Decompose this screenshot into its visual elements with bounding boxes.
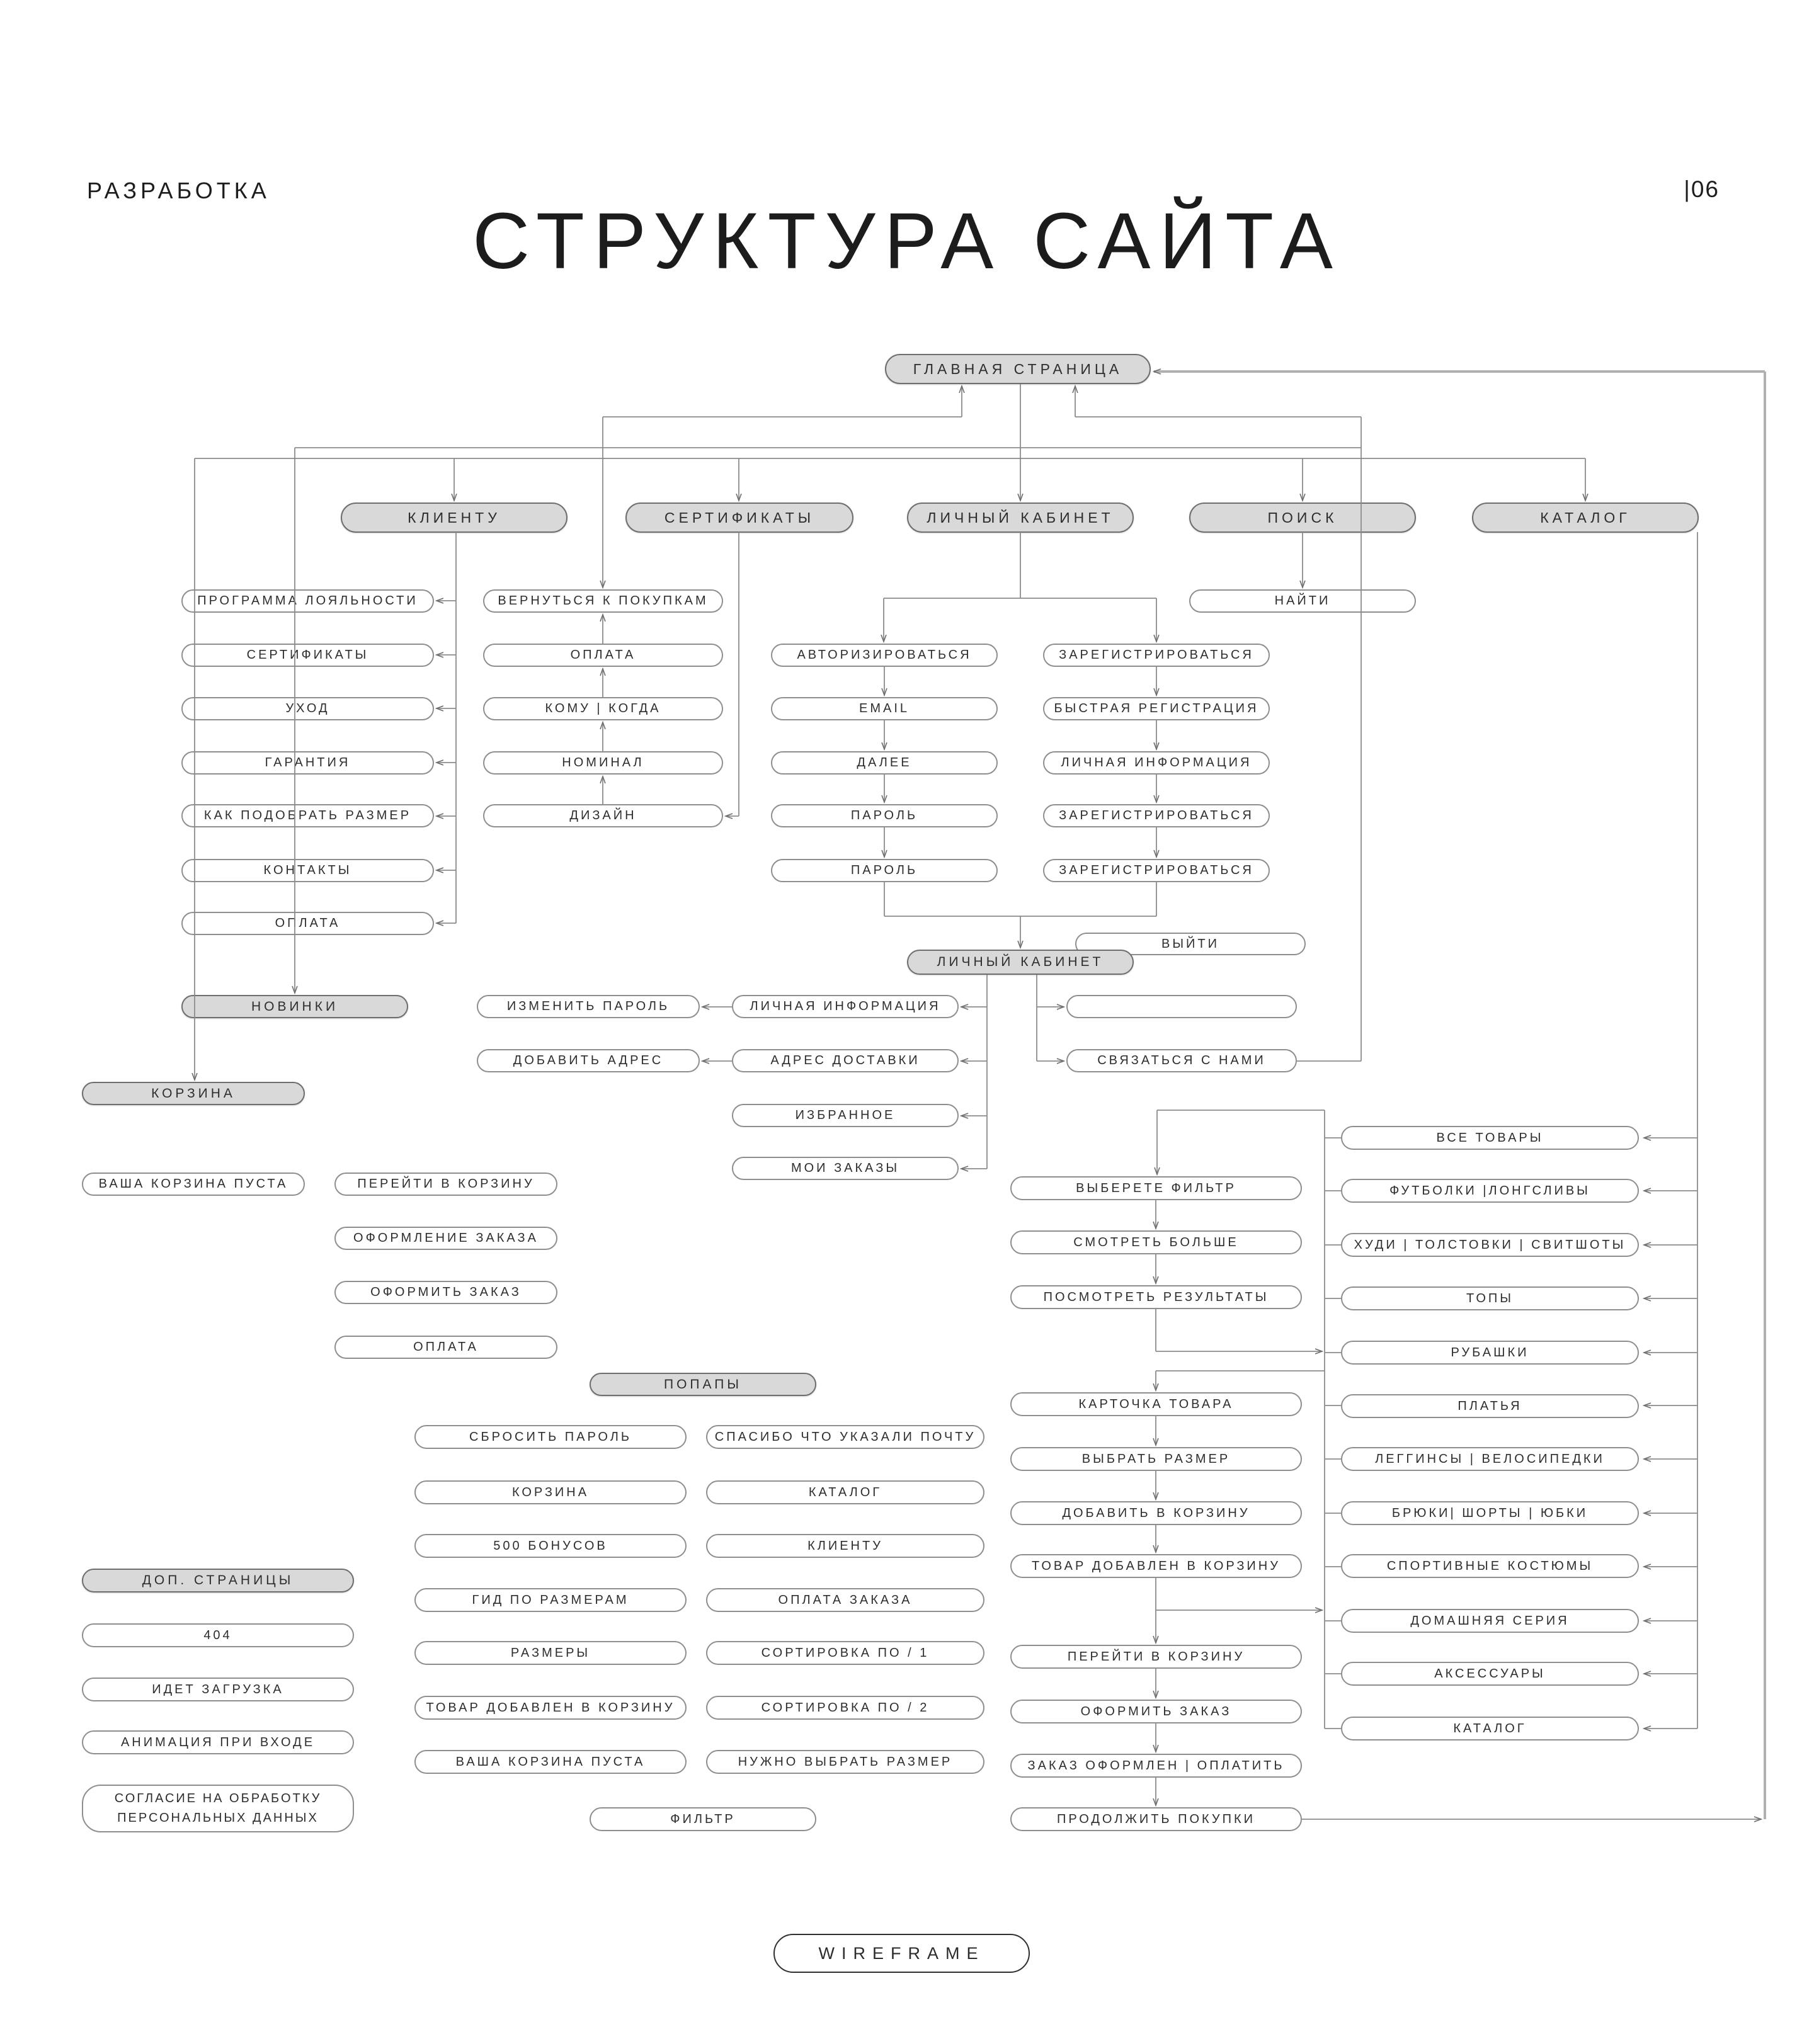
node-lichnyy-kabinet: ЛИЧНЫЙ КАБИНЕТ bbox=[907, 502, 1134, 533]
node-komu-kogda: КОМУ | КОГДА bbox=[483, 697, 723, 720]
node-zaregistrirovatsya-1: ЗАРЕГИСТРИРОВАТЬСЯ bbox=[1043, 644, 1270, 667]
node-dizayn: ДИЗАЙН bbox=[483, 804, 723, 827]
node-filtr: ФИЛЬТР bbox=[590, 1807, 816, 1831]
node-parol-2: ПАРОЛЬ bbox=[771, 859, 998, 882]
node-animatsiya-pri-vkhode: АНИМАЦИЯ ПРИ ВХОДЕ bbox=[82, 1730, 354, 1754]
node-oformit-zakaz: ОФОРМИТЬ ЗАКАЗ bbox=[334, 1281, 557, 1304]
node-vasha-korzina-pusta: ВАША КОРЗИНА ПУСТА bbox=[82, 1172, 305, 1196]
node-bryuki-shorty-yubki: БРЮКИ| ШОРТЫ | ЮБКИ bbox=[1341, 1501, 1639, 1525]
node-smotret-bolshe: СМОТРЕТЬ БОЛЬШЕ bbox=[1010, 1230, 1302, 1254]
page-number: |06 bbox=[1684, 176, 1720, 202]
node-izbrannoe: ИЗБРАННОЕ bbox=[732, 1104, 959, 1127]
node-zaregistrirovatsya-2: ЗАРЕГИСТРИРОВАТЬСЯ bbox=[1043, 804, 1270, 827]
wireframe-badge: WIREFRAME bbox=[773, 1934, 1030, 1973]
node-vernutsya-k-pokupkam: ВЕРНУТЬСЯ К ПОКУПКАМ bbox=[483, 589, 723, 613]
node-lichnaya-informatsiya-reg: ЛИЧНАЯ ИНФОРМАЦИЯ bbox=[1043, 751, 1270, 775]
node-nuzhno-vybrat-razmer: НУЖНО ВЫБРАТЬ РАЗМЕР bbox=[706, 1750, 984, 1774]
node-platya: ПЛАТЬЯ bbox=[1341, 1394, 1639, 1418]
node-spasibo-chto-ukazali-pochtu: СПАСИБО ЧТО УКАЗАЛИ ПОЧТУ bbox=[706, 1425, 984, 1449]
node-empty-node bbox=[1066, 995, 1297, 1018]
node-aksessuary: АКСЕССУАРЫ bbox=[1341, 1662, 1639, 1686]
node-ukhod: УХОД bbox=[181, 697, 434, 720]
node-programma-loyalnosti: ПРОГРАММА ЛОЯЛЬНОСТИ bbox=[181, 589, 434, 613]
node-sortirovka-po-1: СОРТИРОВКА ПО / 1 bbox=[706, 1641, 984, 1665]
node-svyazatsya-s-nami: СВЯЗАТЬСЯ С НАМИ bbox=[1066, 1049, 1297, 1072]
node-sportivnye-kostyumy: СПОРТИВНЫЕ КОСТЮМЫ bbox=[1341, 1554, 1639, 1578]
node-rubashki: РУБАШКИ bbox=[1341, 1341, 1639, 1365]
node-novinki: НОВИНКИ bbox=[181, 995, 408, 1018]
node-lichnyy-kabinet-2: ЛИЧНЫЙ КАБИНЕТ bbox=[907, 950, 1134, 975]
node-vse-tovary: ВСЕ ТОВАРЫ bbox=[1341, 1126, 1639, 1150]
node-futbolki-longslivy: ФУТБОЛКИ |ЛОНГСЛИВЫ bbox=[1341, 1179, 1639, 1203]
node-domashnyaya-seriya: ДОМАШНЯЯ СЕРИЯ bbox=[1341, 1609, 1639, 1633]
node-kontakty: КОНТАКТЫ bbox=[181, 859, 434, 882]
node-idet-zagruzka: ИДЕТ ЗАГРУЗКА bbox=[82, 1678, 354, 1701]
page-title: СТРУКТУРА САЙТА bbox=[472, 196, 1342, 285]
node-katalog-popup: КАТАЛОГ bbox=[706, 1480, 984, 1504]
node-bonusov-500: 500 БОНУСОВ bbox=[414, 1534, 687, 1558]
node-dobavit-adres: ДОБАВИТЬ АДРЕС bbox=[477, 1049, 700, 1072]
node-klientu: КЛИЕНТУ bbox=[341, 502, 568, 533]
node-pereyti-v-korzinu: ПЕРЕЙТИ В КОРЗИНУ bbox=[334, 1172, 557, 1196]
node-korzina: КОРЗИНА bbox=[82, 1082, 305, 1105]
node-oplata-klientu: ОПЛАТА bbox=[181, 912, 434, 935]
node-razmery: РАЗМЕРЫ bbox=[414, 1641, 687, 1665]
node-katalog-bottom: КАТАЛОГ bbox=[1341, 1717, 1639, 1740]
node-klientu-popup: КЛИЕНТУ bbox=[706, 1534, 984, 1558]
node-korzina-popup: КОРЗИНА bbox=[414, 1480, 687, 1504]
node-dobavit-v-korzinu: ДОБАВИТЬ В КОРЗИНУ bbox=[1010, 1501, 1302, 1525]
node-oformlenie-zakaza: ОФОРМЛЕНИЕ ЗАКАЗА bbox=[334, 1227, 557, 1250]
node-vyberete-filtr: ВЫБЕРЕТЕ ФИЛЬТР bbox=[1010, 1176, 1302, 1200]
node-oplata-korzina: ОПЛАТА bbox=[334, 1336, 557, 1359]
node-oplata-sertifikaty: ОПЛАТА bbox=[483, 644, 723, 667]
node-oformit-zakaz-2: ОФОРМИТЬ ЗАКАЗ bbox=[1010, 1700, 1302, 1723]
node-nominal: НОМИНАЛ bbox=[483, 751, 723, 775]
node-sertifikaty: СЕРТИФИКАТЫ bbox=[625, 502, 853, 533]
node-legginsy-velosipedki: ЛЕГГИНСЫ | ВЕЛОСИПЕДКИ bbox=[1341, 1447, 1639, 1471]
node-moi-zakazy: МОИ ЗАКАЗЫ bbox=[732, 1157, 959, 1180]
node-sertifikaty-page: СЕРТИФИКАТЫ bbox=[181, 644, 434, 667]
node-zakaz-oformlen-oplatit: ЗАКАЗ ОФОРМЛЕН | ОПЛАТИТЬ bbox=[1010, 1754, 1302, 1778]
node-avtorizirovatsya: АВТОРИЗИРОВАТЬСЯ bbox=[771, 644, 998, 667]
node-tovar-dobavlen-v-korzinu: ТОВАР ДОБАВЛЕН В КОРЗИНУ bbox=[1010, 1554, 1302, 1578]
node-glavnaya-stranitsa: ГЛАВНАЯ СТРАНИЦА bbox=[885, 354, 1151, 384]
node-sortirovka-po-2: СОРТИРОВКА ПО / 2 bbox=[706, 1696, 984, 1720]
header-section-label: РАЗРАБОТКА bbox=[87, 178, 270, 203]
node-kak-podobrat-razmer: КАК ПОДОБРАТЬ РАЗМЕР bbox=[181, 804, 434, 827]
node-poisk: ПОИСК bbox=[1189, 502, 1416, 533]
node-katalog: КАТАЛОГ bbox=[1472, 502, 1699, 533]
node-parol-1: ПАРОЛЬ bbox=[771, 804, 998, 827]
node-topy: ТОПЫ bbox=[1341, 1286, 1639, 1310]
node-dop-stranitsy: ДОП. СТРАНИЦЫ bbox=[82, 1569, 354, 1593]
node-prodolzhit-pokupki: ПРОДОЛЖИТЬ ПОКУПКИ bbox=[1010, 1807, 1302, 1831]
node-adres-dostavki: АДРЕС ДОСТАВКИ bbox=[732, 1049, 959, 1072]
node-popapy: ПОПАПЫ bbox=[590, 1373, 816, 1396]
node-nayti: НАЙТИ bbox=[1189, 589, 1416, 613]
node-izmenit-parol: ИЗМЕНИТЬ ПАРОЛЬ bbox=[477, 995, 700, 1018]
node-vasha-korzina-pusta-popup: ВАША КОРЗИНА ПУСТА bbox=[414, 1750, 687, 1774]
node-oplata-zakaza: ОПЛАТА ЗАКАЗА bbox=[706, 1588, 984, 1612]
node-tovar-dobavlen-v-korzinu-popup: ТОВАР ДОБАВЛЕН В КОРЗИНУ bbox=[414, 1696, 687, 1720]
node-zaregistrirovatsya-3: ЗАРЕГИСТРИРОВАТЬСЯ bbox=[1043, 859, 1270, 882]
node-gid-po-razmeram: ГИД ПО РАЗМЕРАМ bbox=[414, 1588, 687, 1612]
node-vybrat-razmer: ВЫБРАТЬ РАЗМЕР bbox=[1010, 1447, 1302, 1471]
node-posmotret-rezultaty: ПОСМОТРЕТЬ РЕЗУЛЬТАТЫ bbox=[1010, 1285, 1302, 1309]
node-garantiya: ГАРАНТИЯ bbox=[181, 751, 434, 775]
node-email: EMAIL bbox=[771, 697, 998, 720]
node-pereyti-v-korzinu-2: ПЕРЕЙТИ В КОРЗИНУ bbox=[1010, 1645, 1302, 1669]
node-sbrosit-parol: СБРОСИТЬ ПАРОЛЬ bbox=[414, 1425, 687, 1449]
node-lichnaya-informatsiya: ЛИЧНАЯ ИНФОРМАЦИЯ bbox=[732, 995, 959, 1018]
node-page-404: 404 bbox=[82, 1623, 354, 1647]
node-khudi-tolstovki-svitshoty: ХУДИ | ТОЛСТОВКИ | СВИТШОТЫ bbox=[1341, 1233, 1639, 1257]
node-kartochka-tovara: КАРТОЧКА ТОВАРА bbox=[1010, 1392, 1302, 1416]
node-dalee: ДАЛЕЕ bbox=[771, 751, 998, 775]
node-bystraya-registratsiya: БЫСТРАЯ РЕГИСТРАЦИЯ bbox=[1043, 697, 1270, 720]
node-soglasie-na-obrabotku: СОГЛАСИЕ НА ОБРАБОТКУ ПЕРСОНАЛЬНЫХ ДАННЫ… bbox=[82, 1785, 354, 1832]
